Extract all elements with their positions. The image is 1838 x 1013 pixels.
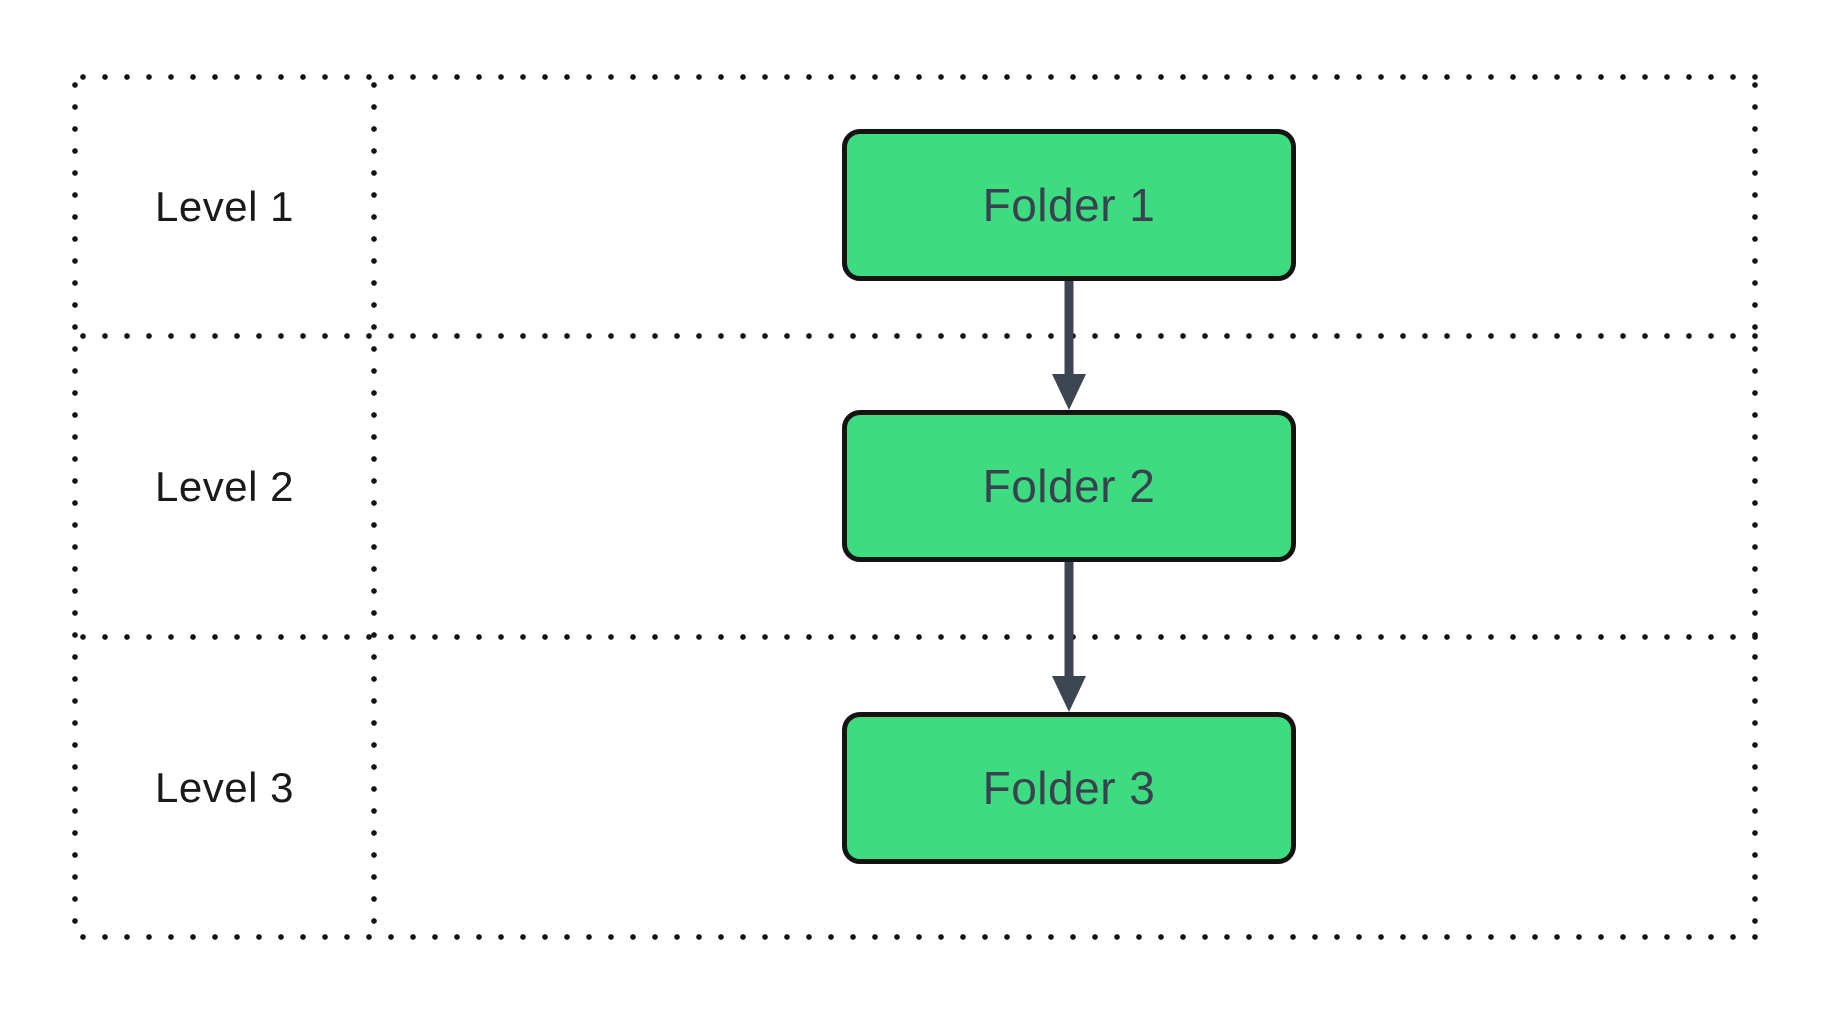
lane-label-level-1: Level 1: [155, 182, 294, 230]
lane-label-level-2: Level 2: [155, 462, 294, 510]
node-label: Folder 1: [982, 179, 1156, 231]
arrow-shaft: [1064, 562, 1074, 679]
frame-left-border: [72, 74, 78, 940]
node-folder-1[interactable]: Folder 1: [842, 129, 1296, 281]
lane-label-level-3: Level 3: [155, 763, 294, 811]
frame-top-border: [72, 74, 1758, 80]
frame-right-border: [1752, 74, 1758, 940]
node-folder-3[interactable]: Folder 3: [842, 712, 1296, 864]
node-label: Folder 2: [982, 460, 1156, 512]
arrow-head-icon: [1052, 676, 1086, 712]
arrow-head-icon: [1052, 374, 1086, 410]
edge-arrow-folder2-folder3[interactable]: [1052, 562, 1086, 712]
edge-arrow-folder1-folder2[interactable]: [1052, 281, 1086, 410]
lane-divider-2: [72, 634, 1758, 640]
lane-divider-1: [72, 333, 1758, 339]
node-folder-2[interactable]: Folder 2: [842, 410, 1296, 562]
node-label: Folder 3: [982, 762, 1156, 814]
label-column-divider: [371, 74, 377, 940]
frame-bottom-border: [72, 934, 1758, 940]
arrow-shaft: [1064, 281, 1074, 377]
